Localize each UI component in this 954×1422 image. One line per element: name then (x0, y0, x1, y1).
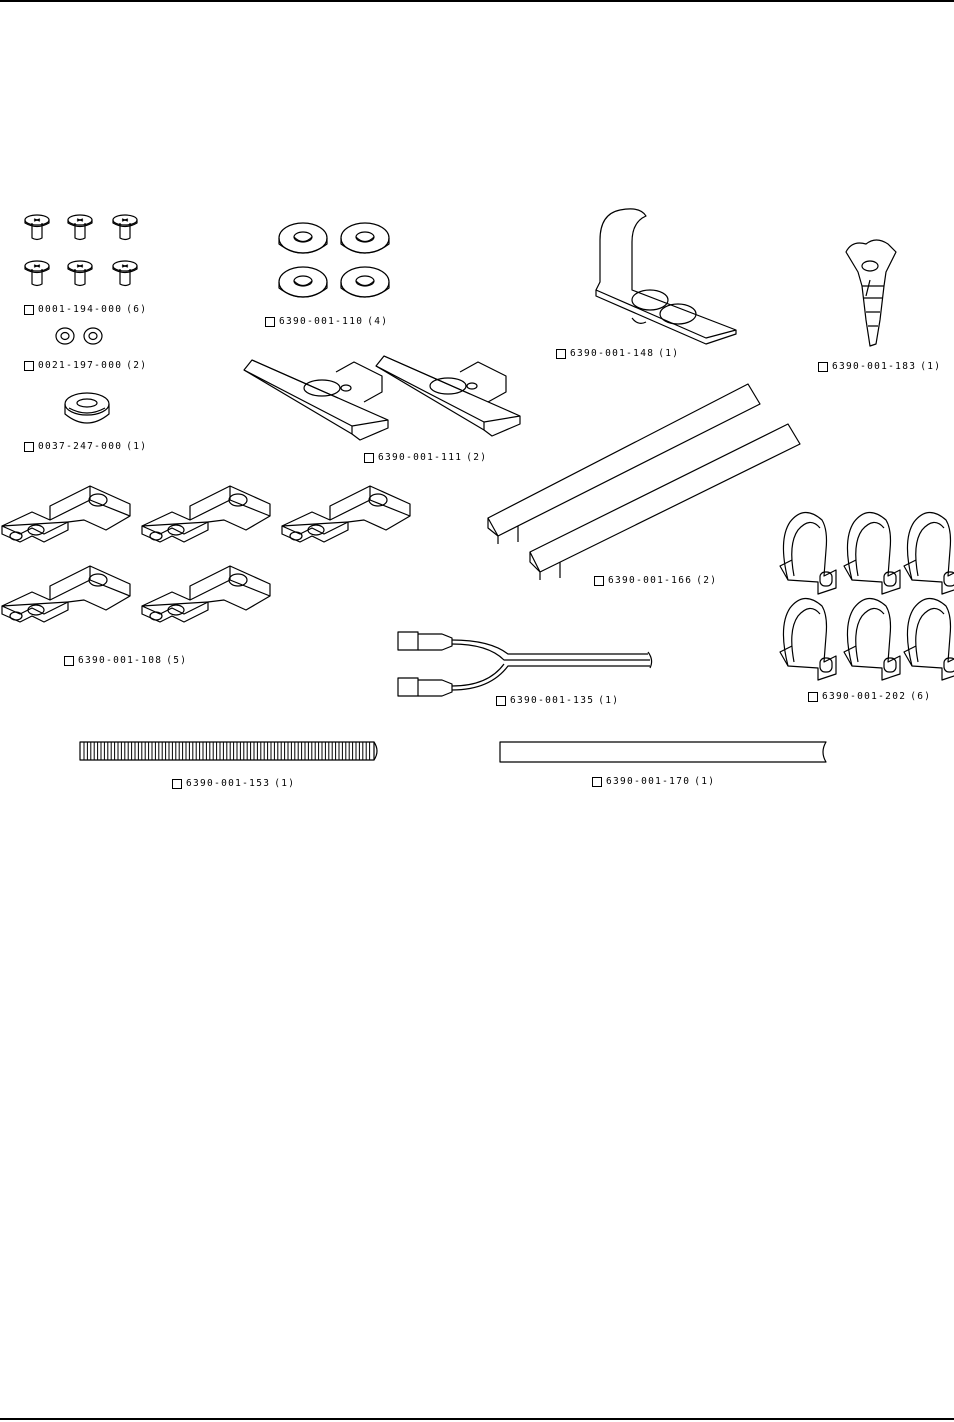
part-number: 6390-001-183 (832, 362, 916, 372)
part-number: 6390-001-148 (570, 349, 654, 359)
part-qty: (5) (166, 656, 187, 666)
part-label-6390-001-135[interactable]: 6390-001-135 (1) (496, 696, 619, 706)
part-label-6390-001-166[interactable]: 6390-001-166 (2) (594, 576, 717, 586)
part-checkbox[interactable] (364, 453, 374, 463)
part-qty: (4) (367, 317, 388, 327)
part-label-6390-001-170[interactable]: 6390-001-170 (1) (592, 777, 715, 787)
part-qty: (2) (466, 453, 487, 463)
part-number: 6390-001-202 (822, 692, 906, 702)
part-checkbox[interactable] (172, 779, 182, 789)
part-number: 0021-197-000 (38, 361, 122, 371)
part-label-6390-001-183[interactable]: 6390-001-183 (1) (818, 362, 941, 372)
part-checkbox[interactable] (24, 305, 34, 315)
part-qty: (1) (694, 777, 715, 787)
part-label-0037-247-000[interactable]: 0037-247-000 (1) (24, 442, 147, 452)
part-number: 6390-001-135 (510, 696, 594, 706)
part-label-0021-197-000[interactable]: 0021-197-000 (2) (24, 361, 147, 371)
part-number: 6390-001-110 (279, 317, 363, 327)
part-number: 6390-001-153 (186, 779, 270, 789)
part-number: 6390-001-166 (608, 576, 692, 586)
part-checkbox[interactable] (64, 656, 74, 666)
part-number: 6390-001-108 (78, 656, 162, 666)
part-qty: (1) (598, 696, 619, 706)
part-qty: (1) (658, 349, 679, 359)
part-label-6390-001-108[interactable]: 6390-001-108 (5) (64, 656, 187, 666)
part-label-6390-001-202[interactable]: 6390-001-202 (6) (808, 692, 931, 702)
part-checkbox[interactable] (556, 349, 566, 359)
part-checkbox[interactable] (24, 442, 34, 452)
part-label-0001-194-000[interactable]: 0001-194-000 (6) (24, 305, 147, 315)
part-qty: (1) (920, 362, 941, 372)
part-qty: (1) (126, 442, 147, 452)
part-checkbox[interactable] (24, 361, 34, 371)
part-number: 0001-194-000 (38, 305, 122, 315)
part-label-6390-001-148[interactable]: 6390-001-148 (1) (556, 349, 679, 359)
part-qty: (2) (696, 576, 717, 586)
part-qty: (6) (126, 305, 147, 315)
part-label-6390-001-153[interactable]: 6390-001-153 (1) (172, 779, 295, 789)
part-number: 6390-001-111 (378, 453, 462, 463)
part-qty: (1) (274, 779, 295, 789)
part-checkbox[interactable] (265, 317, 275, 327)
part-number: 6390-001-170 (606, 777, 690, 787)
part-checkbox[interactable] (594, 576, 604, 586)
part-qty: (6) (910, 692, 931, 702)
part-checkbox[interactable] (592, 777, 602, 787)
part-checkbox[interactable] (496, 696, 506, 706)
part-checkbox[interactable] (818, 362, 828, 372)
part-label-6390-001-111[interactable]: 6390-001-111 (2) (364, 453, 487, 463)
part-label-6390-001-110[interactable]: 6390-001-110 (4) (265, 317, 388, 327)
part-number: 0037-247-000 (38, 442, 122, 452)
part-qty: (2) (126, 361, 147, 371)
part-checkbox[interactable] (808, 692, 818, 702)
